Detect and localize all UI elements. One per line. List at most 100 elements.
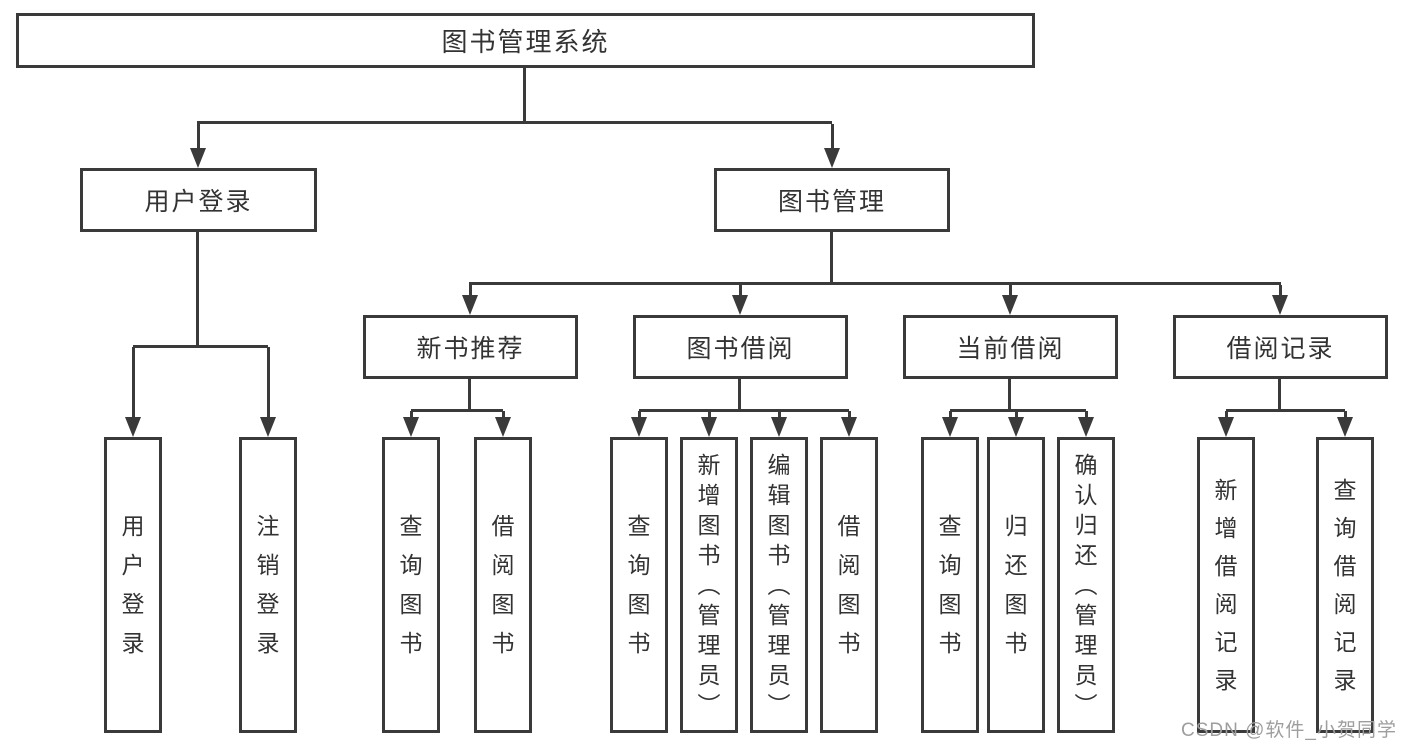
connector-line bbox=[950, 409, 1086, 412]
glyph: 图 bbox=[1004, 591, 1028, 617]
vertical-text: 新增图书︵管理员︶ bbox=[697, 451, 721, 718]
glyph: 员 bbox=[1074, 661, 1098, 688]
arrow-shaft bbox=[708, 411, 711, 421]
glyph: 书 bbox=[938, 630, 962, 656]
connector-line bbox=[133, 345, 268, 348]
glyph: 确 bbox=[1074, 451, 1098, 478]
glyph: 录 bbox=[256, 630, 280, 656]
node-book-borrowing: 图书借阅 bbox=[633, 315, 848, 379]
arrowhead-down-icon bbox=[1008, 417, 1024, 437]
glyph: 新 bbox=[697, 451, 721, 478]
connector-line bbox=[639, 409, 849, 412]
glyph: 归 bbox=[1004, 513, 1028, 539]
glyph: ︶ bbox=[1074, 691, 1098, 718]
glyph: 还 bbox=[1074, 541, 1098, 568]
glyph: 录 bbox=[1214, 666, 1238, 693]
node-library-management-system: 图书管理系统 bbox=[16, 13, 1035, 68]
connector-line bbox=[469, 282, 1281, 285]
glyph: 新 bbox=[1214, 476, 1238, 503]
vertical-text: 用户登录 bbox=[122, 515, 145, 655]
leaf-edit-books-admin: 编辑图书︵管理员︶ bbox=[750, 437, 808, 733]
connector-line bbox=[1008, 379, 1011, 412]
arrow-shaft bbox=[1225, 411, 1228, 421]
glyph: 理 bbox=[1074, 631, 1098, 658]
arrow-shaft bbox=[1344, 411, 1347, 421]
vertical-text: 查询图书 bbox=[400, 515, 423, 655]
glyph: 借 bbox=[1333, 552, 1357, 579]
glyph: 书 bbox=[491, 630, 515, 656]
glyph: 登 bbox=[121, 591, 145, 617]
vertical-text: 确认归还︵管理员︶ bbox=[1074, 451, 1098, 718]
arrowhead-down-icon bbox=[1272, 295, 1288, 315]
csdn-watermark: CSDN @软件_小贺同学 bbox=[1181, 720, 1397, 741]
glyph: 询 bbox=[1333, 514, 1357, 541]
arrowhead-down-icon bbox=[125, 417, 141, 437]
arrow-shaft bbox=[739, 285, 742, 299]
glyph: 图 bbox=[767, 511, 791, 538]
glyph: 销 bbox=[256, 552, 280, 578]
arrowhead-down-icon bbox=[1218, 417, 1234, 437]
arrow-shaft bbox=[502, 411, 505, 421]
glyph: ︶ bbox=[767, 691, 791, 718]
arrow-shaft bbox=[1085, 411, 1088, 421]
arrowhead-down-icon bbox=[1337, 417, 1353, 437]
glyph: 询 bbox=[399, 552, 423, 578]
arrow-shaft bbox=[1279, 285, 1282, 299]
glyph: 编 bbox=[767, 451, 791, 478]
connector-line bbox=[196, 232, 199, 348]
glyph: 书 bbox=[627, 630, 651, 656]
arrow-shaft bbox=[848, 411, 851, 421]
vertical-text: 借阅图书 bbox=[492, 515, 515, 655]
arrow-shaft bbox=[132, 347, 135, 421]
leaf-borrow-books-recommend: 借阅图书 bbox=[474, 437, 532, 733]
glyph: 员 bbox=[697, 661, 721, 688]
leaf-logout: 注销登录 bbox=[239, 437, 297, 733]
arrow-shaft bbox=[1015, 411, 1018, 421]
arrowhead-down-icon bbox=[942, 417, 958, 437]
node-book-management: 图书管理 bbox=[714, 168, 950, 232]
connector-line bbox=[830, 232, 833, 285]
glyph: 员 bbox=[767, 661, 791, 688]
leaf-borrow-books: 借阅图书 bbox=[820, 437, 878, 733]
node-new-book-recommendation: 新书推荐 bbox=[363, 315, 578, 379]
glyph: 增 bbox=[1214, 514, 1238, 541]
glyph: 书 bbox=[697, 541, 721, 568]
arrowhead-down-icon bbox=[824, 148, 840, 168]
glyph: 理 bbox=[697, 631, 721, 658]
arrow-shaft bbox=[949, 411, 952, 421]
arrowhead-down-icon bbox=[631, 417, 647, 437]
glyph: 借 bbox=[1214, 552, 1238, 579]
glyph: 记 bbox=[1333, 628, 1357, 655]
glyph: ︵ bbox=[767, 571, 791, 598]
leaf-confirm-return-admin: 确认归还︵管理员︶ bbox=[1057, 437, 1115, 733]
arrow-shaft bbox=[267, 347, 270, 421]
arrow-shaft bbox=[197, 124, 200, 152]
vertical-text: 编辑图书︵管理员︶ bbox=[767, 451, 791, 718]
connector-line bbox=[411, 409, 503, 412]
glyph: 查 bbox=[938, 513, 962, 539]
arrowhead-down-icon bbox=[841, 417, 857, 437]
glyph: 书 bbox=[837, 630, 861, 656]
leaf-query-books-recommend: 查询图书 bbox=[382, 437, 440, 733]
glyph: ︶ bbox=[697, 691, 721, 718]
arrow-shaft bbox=[1009, 285, 1012, 299]
glyph: 查 bbox=[627, 513, 651, 539]
arrow-shaft bbox=[410, 411, 413, 421]
glyph: 书 bbox=[1004, 630, 1028, 656]
glyph: ︵ bbox=[697, 571, 721, 598]
glyph: 图 bbox=[627, 591, 651, 617]
leaf-add-borrow-record: 新增借阅记录 bbox=[1197, 437, 1255, 733]
glyph: 用 bbox=[121, 513, 145, 539]
node-borrowing-records: 借阅记录 bbox=[1173, 315, 1388, 379]
glyph: 图 bbox=[938, 591, 962, 617]
glyph: 登 bbox=[256, 591, 280, 617]
glyph: 增 bbox=[697, 481, 721, 508]
arrowhead-down-icon bbox=[260, 417, 276, 437]
glyph: 查 bbox=[399, 513, 423, 539]
glyph: 注 bbox=[256, 513, 280, 539]
arrowhead-down-icon bbox=[701, 417, 717, 437]
glyph: 归 bbox=[1074, 511, 1098, 538]
arrowhead-down-icon bbox=[190, 148, 206, 168]
glyph: 阅 bbox=[1333, 590, 1357, 617]
